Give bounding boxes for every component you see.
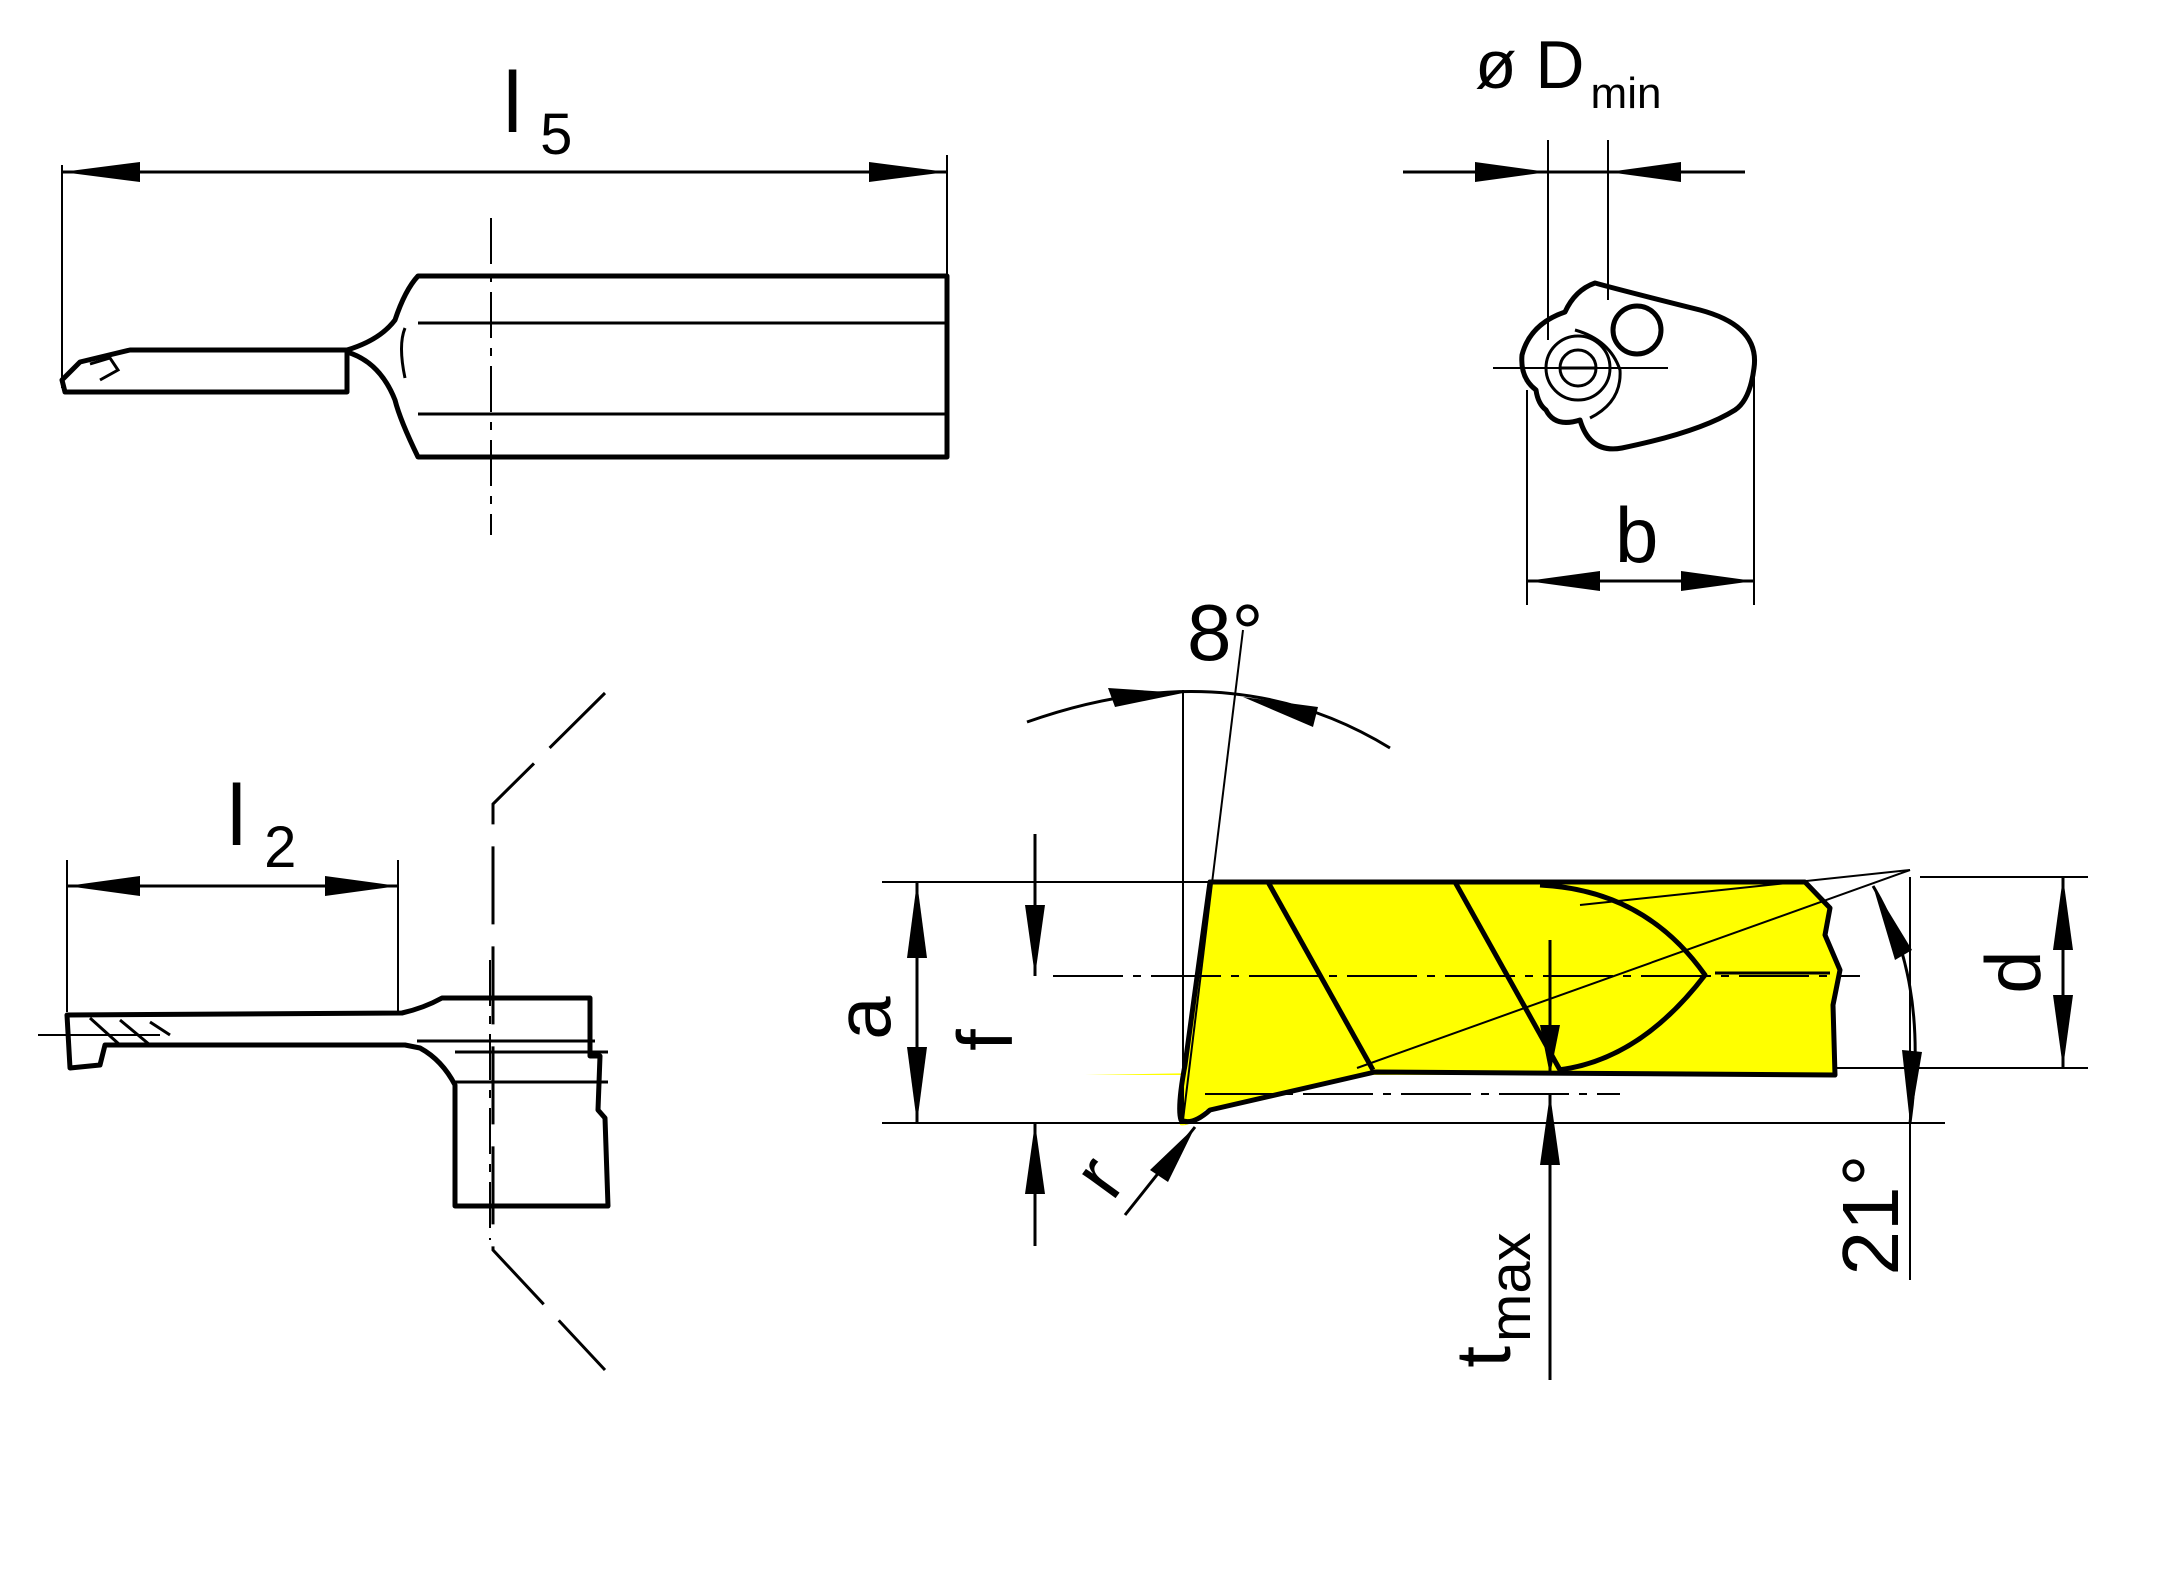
arrow-head <box>1902 1050 1922 1123</box>
label-r: r <box>1055 1140 1141 1213</box>
angle-line <box>1182 629 1244 1121</box>
clamp-screw <box>400 327 407 379</box>
holder-body-side <box>64 995 611 1209</box>
arrow-head <box>907 882 927 958</box>
arrow-head <box>1540 1025 1560 1075</box>
arrow-head <box>2053 995 2073 1068</box>
arrow-head <box>1608 162 1681 182</box>
insert-detail-body <box>1085 882 1840 1126</box>
arrow-head <box>325 876 398 896</box>
label-d: d <box>1969 950 2057 993</box>
arrow-head <box>1025 1123 1045 1194</box>
flute-curve <box>1539 882 1708 1073</box>
angle-line <box>1356 869 1911 1069</box>
reference-line <box>1579 869 1911 906</box>
coolant-hole <box>1610 303 1664 357</box>
arrow-head <box>869 162 947 182</box>
insert-flutes <box>88 1016 171 1047</box>
label-angle-8: 8° <box>1187 588 1263 677</box>
end-view-body <box>1519 280 1758 452</box>
label-a: a <box>819 996 907 1040</box>
label-angle-21: 21° <box>1826 1155 1915 1276</box>
arrow-head <box>1873 886 1912 960</box>
arrow-head <box>1150 1127 1195 1182</box>
flute-line <box>1265 880 1376 1072</box>
arrow-head <box>67 876 140 896</box>
arrow-head <box>1243 697 1318 727</box>
arrow-head <box>907 1047 927 1123</box>
arrow-head <box>1025 905 1045 976</box>
angle-arc-8 <box>1026 690 1391 750</box>
arrow-head <box>1108 688 1183 707</box>
profile-line <box>1574 328 1622 420</box>
arrow-head <box>1540 1094 1560 1165</box>
arrow-head <box>62 162 140 182</box>
insert-detail: 8° a f d r tmax 21° <box>819 588 2088 1380</box>
insert-tip <box>89 356 121 382</box>
arrow-head <box>1681 571 1754 591</box>
arrow-head <box>2053 877 2073 950</box>
insert-outline <box>1177 879 1843 1125</box>
label-b: b <box>1615 491 1658 579</box>
label-tmax: tmax <box>1439 1232 1543 1367</box>
holder-body-top <box>59 273 950 460</box>
label-f: f <box>941 1029 1029 1051</box>
arrow-head <box>1527 571 1600 591</box>
arrow-head <box>1475 162 1548 182</box>
